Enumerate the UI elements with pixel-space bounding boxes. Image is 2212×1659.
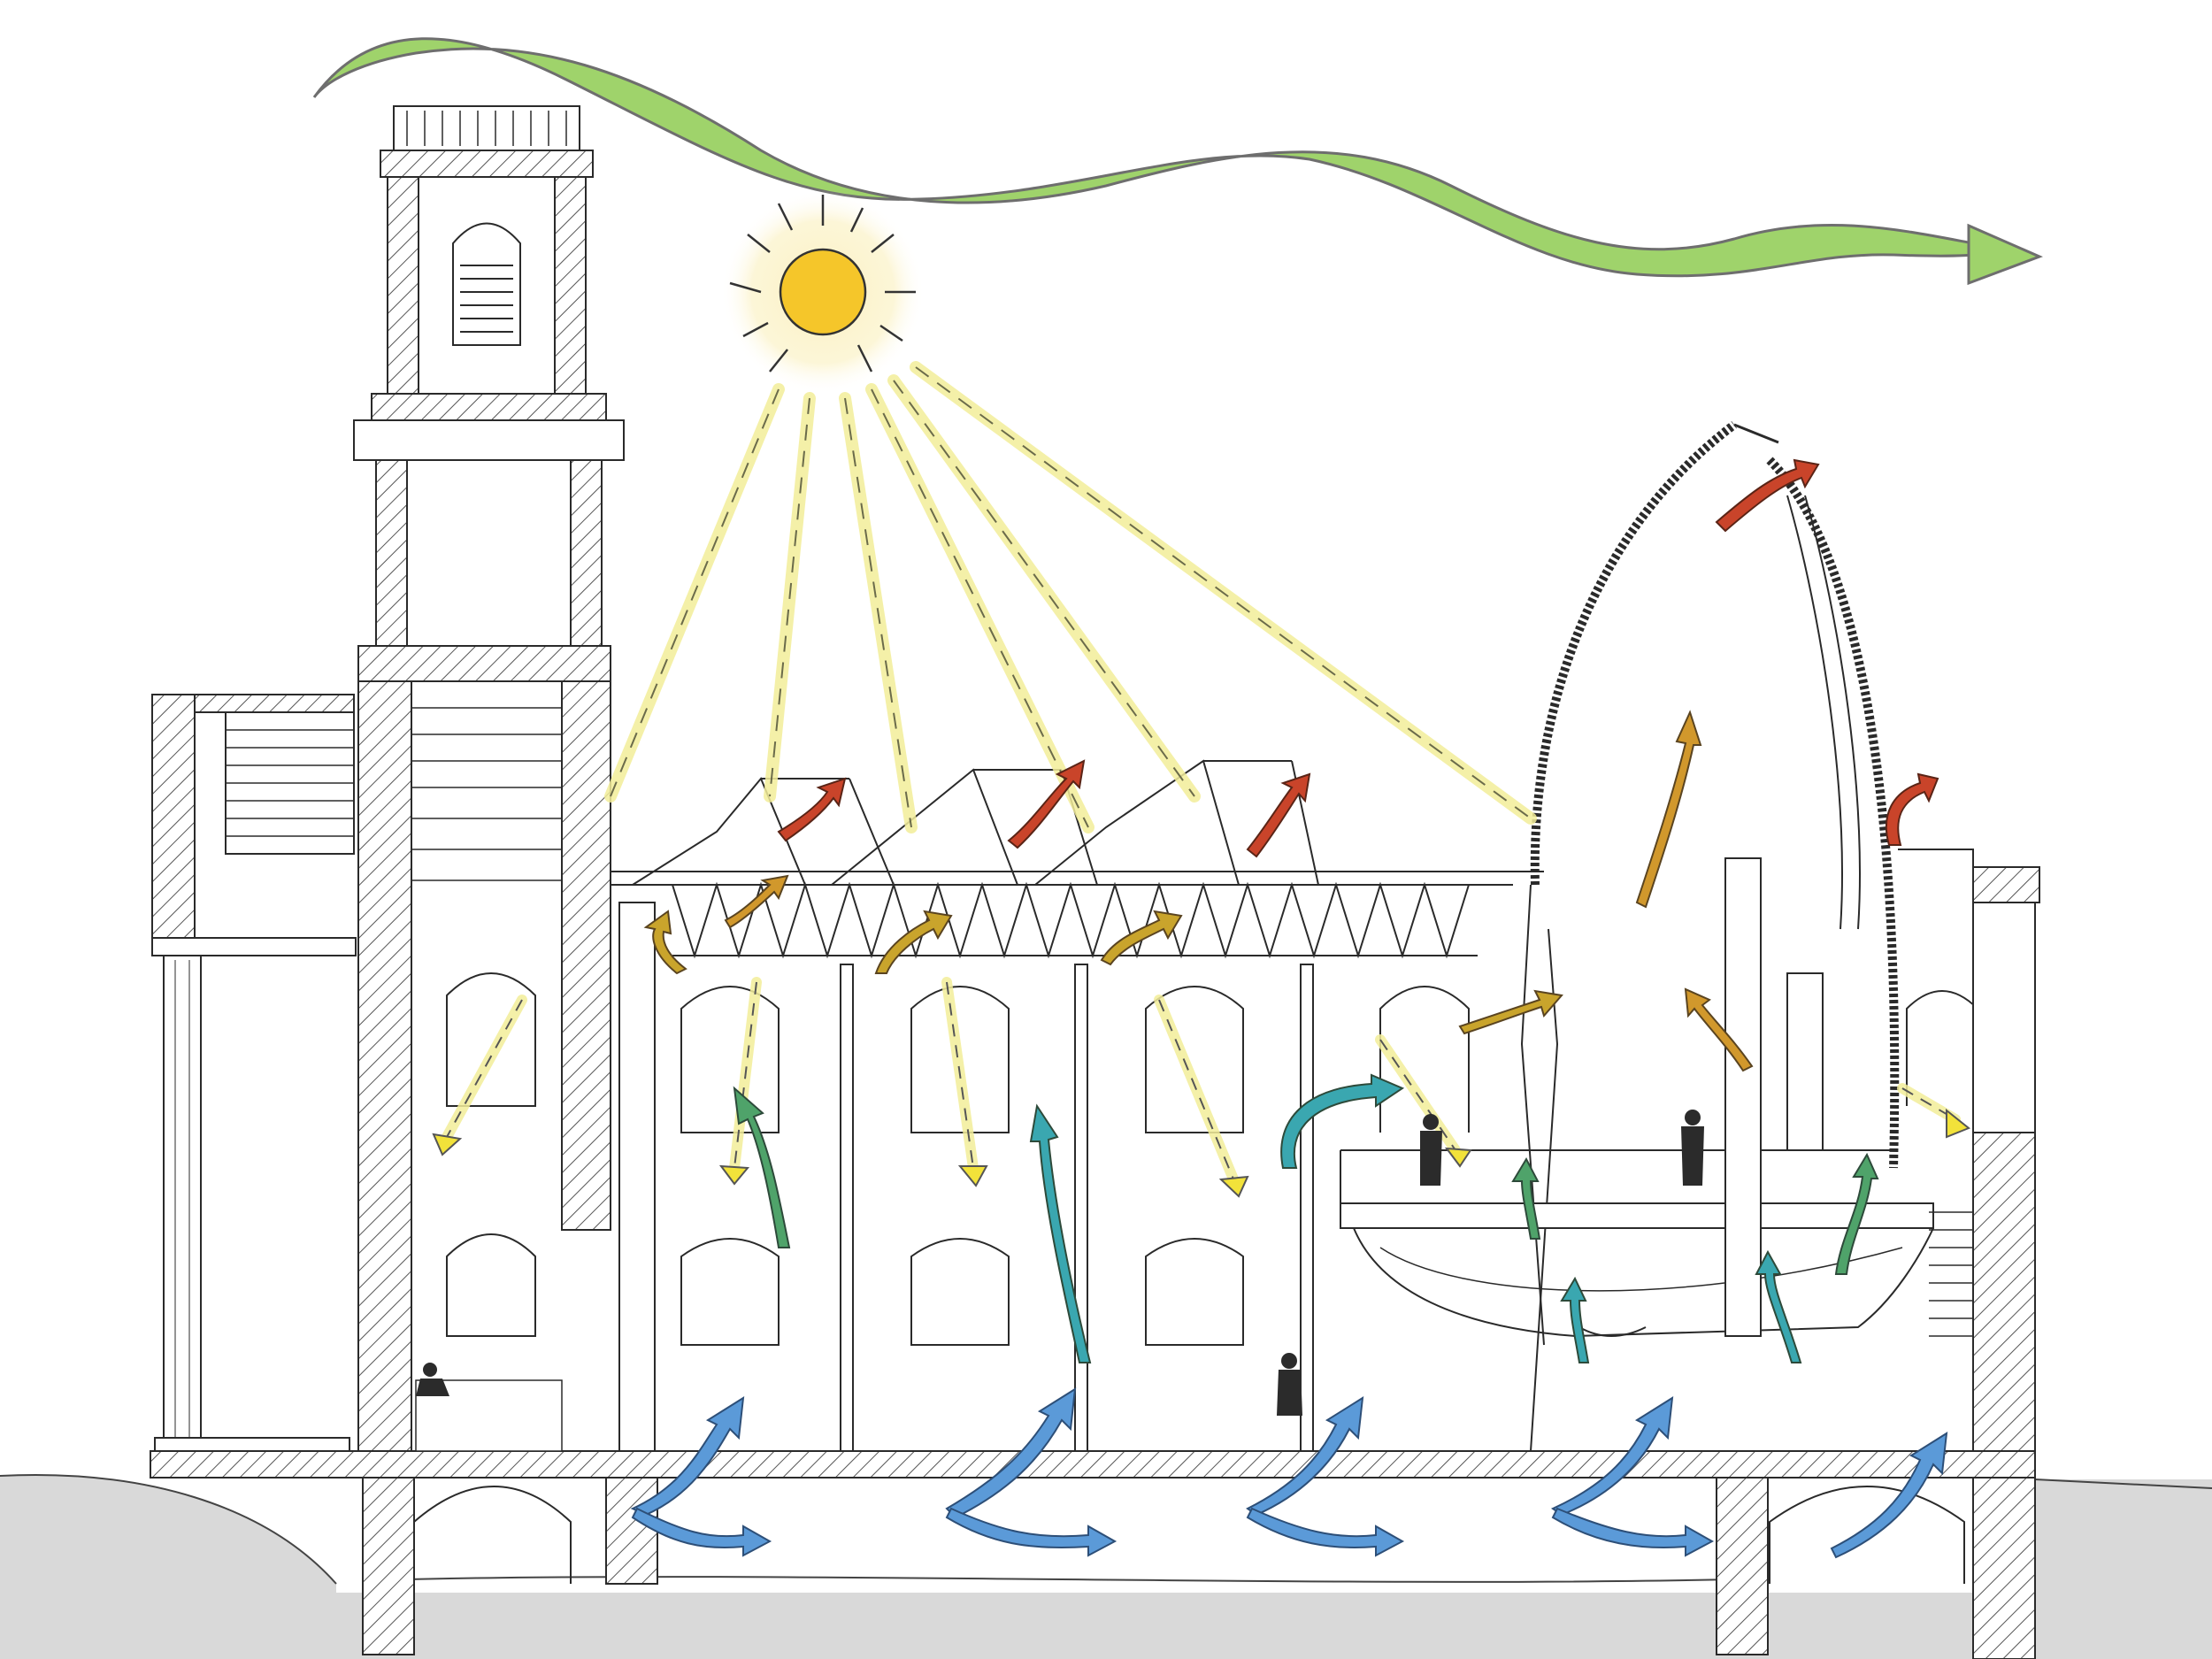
mezzanine-platform	[1340, 1149, 1934, 1338]
sun-icon	[721, 190, 925, 394]
right-wing	[1724, 849, 2040, 1452]
warm-air-arrows	[643, 710, 1754, 1072]
person-icon	[416, 1110, 1704, 1416]
daylight-arrow-icon	[604, 361, 1537, 833]
shell-structure	[1520, 421, 1900, 1452]
rising-air-arrows	[733, 1073, 1879, 1363]
left-portico	[151, 694, 357, 1452]
hot-air-arrows	[777, 458, 1939, 858]
floor-slab	[150, 1450, 2036, 1659]
main-hall	[611, 871, 1544, 1452]
wind-arrow-icon	[312, 37, 2043, 286]
air-flow-arrow-icon	[630, 1387, 1948, 1559]
reflected-daylight	[432, 977, 1970, 1198]
bell-tower	[353, 105, 625, 1452]
roof-truss	[611, 759, 1513, 959]
ground	[0, 1474, 2212, 1659]
